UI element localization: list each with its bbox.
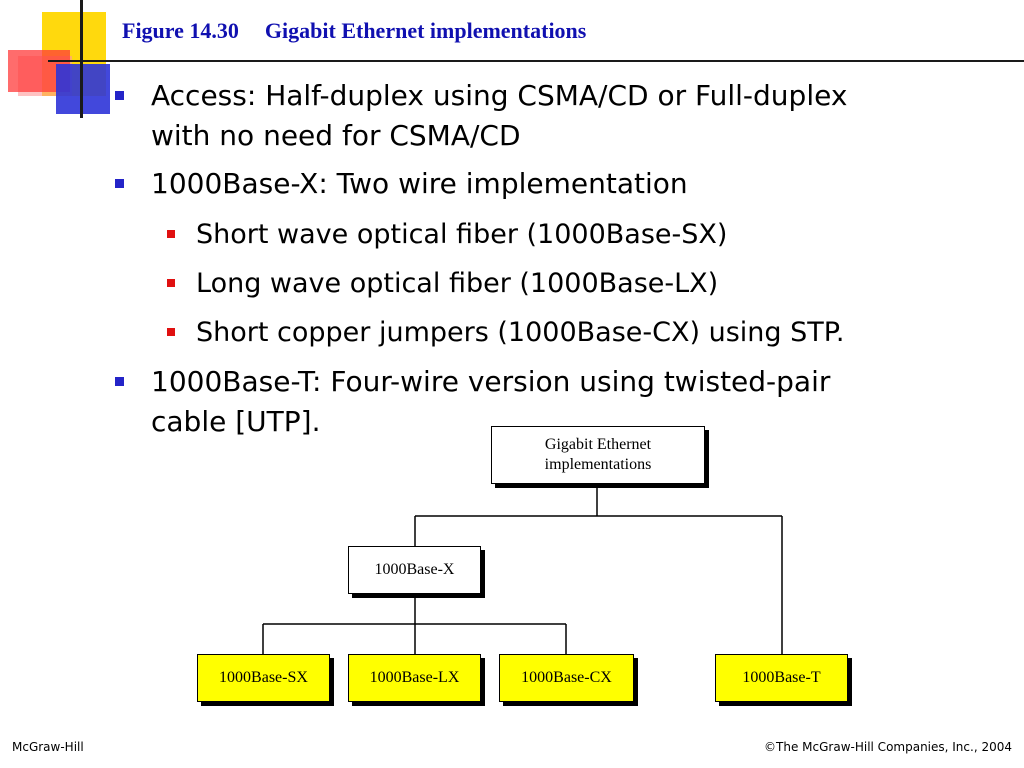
node-root-line2: implementations <box>544 456 652 473</box>
footer-publisher: McGraw-Hill <box>12 740 84 754</box>
node-root-line1: Gigabit Ethernet <box>544 436 652 453</box>
corner-decoration-vertical-line <box>80 0 83 118</box>
footer-copyright: ©The McGraw-Hill Companies, Inc., 2004 <box>764 740 1012 754</box>
bullet-item-1000base-t: 1000Base-T: Four-wire version using twis… <box>115 362 831 442</box>
bullet-square-icon <box>167 279 175 287</box>
bullet-square-icon <box>115 377 124 386</box>
bullet-item-1000base-x: 1000Base-X: Two wire implementation <box>115 164 688 204</box>
node-1000base-sx: 1000Base-SX <box>197 654 330 702</box>
node-1000base-t: 1000Base-T <box>715 654 848 702</box>
title-text: Gigabit Ethernet implementations <box>264 18 587 43</box>
node-label: 1000Base-LX <box>369 669 460 686</box>
bullet-subitem-sx: Short wave optical fiber (1000Base-SX) <box>167 215 728 255</box>
title-underline <box>48 60 1024 62</box>
bullet-text-line: 1000Base-T: Four-wire version using twis… <box>151 365 831 398</box>
corner-decoration-blue <box>56 64 110 114</box>
bullet-text-line: cable [UTP]. <box>151 405 321 438</box>
slide-title: Figure 14.30 Gigabit Ethernet implementat… <box>122 18 586 44</box>
bullet-subitem-cx: Short copper jumpers (1000Base-CX) using… <box>167 313 845 353</box>
bullet-text-line: Access: Half-duplex using CSMA/CD or Ful… <box>151 79 848 112</box>
node-label: 1000Base-CX <box>521 669 612 686</box>
bullet-text-line: 1000Base-X: Two wire implementation <box>151 167 688 200</box>
node-label: 1000Base-T <box>742 669 821 686</box>
node-label: 1000Base-SX <box>219 669 308 686</box>
node-gigabit-ethernet: Gigabit Ethernet implementations <box>491 426 705 484</box>
bullet-item-access: Access: Half-duplex using CSMA/CD or Ful… <box>115 76 848 156</box>
figure-label: Figure 14.30 <box>122 18 239 43</box>
bullet-square-icon <box>167 328 175 336</box>
bullet-text-line: with no need for CSMA/CD <box>151 119 521 152</box>
bullet-text-line: Long wave optical fiber (1000Base-LX) <box>196 268 719 299</box>
bullet-square-icon <box>115 179 124 188</box>
bullet-square-icon <box>167 230 175 238</box>
bullet-text-line: Short wave optical fiber (1000Base-SX) <box>196 219 728 250</box>
bullet-square-icon <box>115 91 124 100</box>
node-label: 1000Base-X <box>374 561 455 578</box>
node-1000base-cx: 1000Base-CX <box>499 654 634 702</box>
bullet-text-line: Short copper jumpers (1000Base-CX) using… <box>196 317 845 348</box>
node-1000base-x: 1000Base-X <box>348 546 481 594</box>
node-1000base-lx: 1000Base-LX <box>348 654 481 702</box>
bullet-subitem-lx: Long wave optical fiber (1000Base-LX) <box>167 264 719 304</box>
